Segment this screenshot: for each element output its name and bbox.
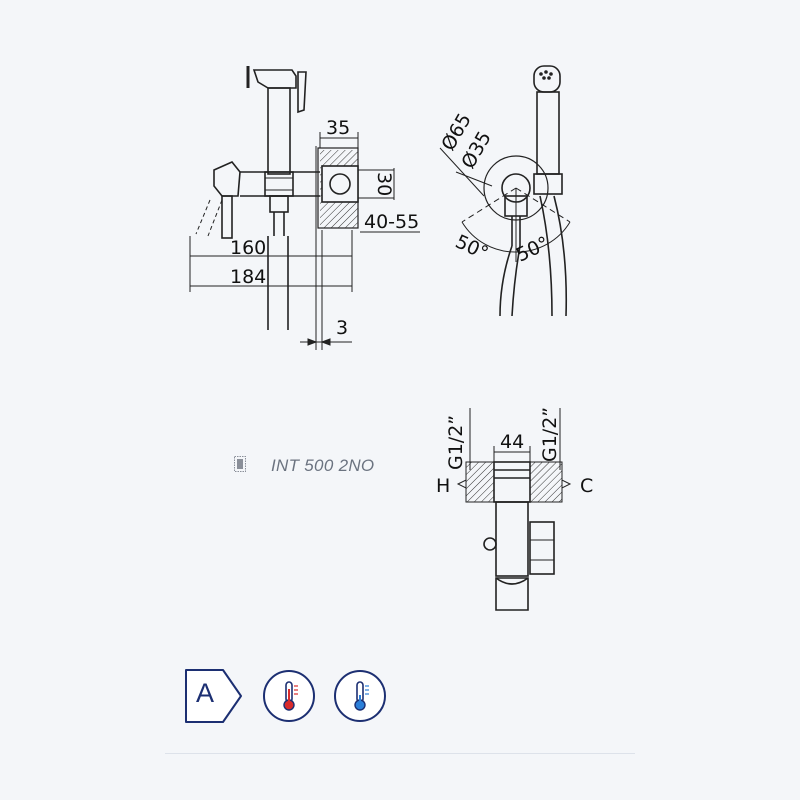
body-view	[456, 408, 572, 611]
dim-wall-depth: 40-55	[364, 211, 419, 233]
dim-length-inner: 160	[230, 237, 266, 259]
energy-class-letter: A	[196, 678, 215, 708]
built-in-body-icon	[234, 456, 246, 472]
dim-length-outer: 184	[230, 266, 266, 288]
side-view	[189, 66, 420, 350]
dim-front-height: 30	[373, 172, 395, 196]
dim-offset: 3	[336, 317, 348, 339]
dim-front-width: 35	[326, 117, 350, 139]
thermometer-cold-icon	[333, 669, 387, 723]
dim-thread-right: G1/2”	[539, 407, 561, 462]
energy-class-badge: A	[183, 667, 245, 725]
thermometer-hot-icon	[262, 669, 316, 723]
model-code: INT 500 2NO	[271, 456, 375, 475]
front-view	[439, 65, 571, 317]
footer-divider	[165, 753, 635, 754]
dim-thread-left: G1/2”	[445, 415, 467, 470]
dim-body-width: 44	[500, 431, 524, 453]
dim-angle-left: 50°	[452, 231, 492, 265]
label-hot: H	[436, 475, 450, 497]
label-cold: C	[580, 475, 593, 497]
